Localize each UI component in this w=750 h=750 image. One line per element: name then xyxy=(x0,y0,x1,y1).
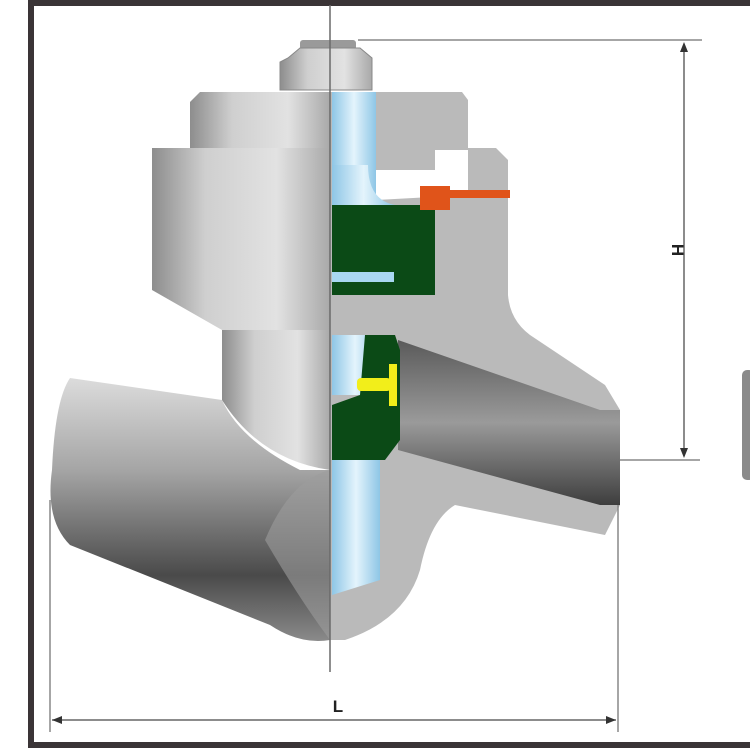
pin-shaft xyxy=(450,190,510,198)
pipe-end-face xyxy=(265,470,330,640)
stem-collar xyxy=(332,165,395,205)
disc-lower xyxy=(332,335,400,460)
nut xyxy=(279,47,373,91)
length-label: L xyxy=(333,697,343,716)
pin xyxy=(420,186,450,210)
disc-slot xyxy=(332,272,394,282)
lower-stem-tail xyxy=(332,460,380,595)
outlet-bore xyxy=(398,340,620,505)
inlet-pipe xyxy=(50,378,330,641)
adjacent-view-fragment xyxy=(742,370,750,480)
height-label: H xyxy=(668,244,687,256)
frame-border xyxy=(28,0,750,748)
spring-pin xyxy=(357,378,391,391)
spring-head xyxy=(389,364,397,406)
body-neck xyxy=(222,330,330,470)
body-upper xyxy=(152,148,330,330)
bonnet xyxy=(190,92,330,148)
